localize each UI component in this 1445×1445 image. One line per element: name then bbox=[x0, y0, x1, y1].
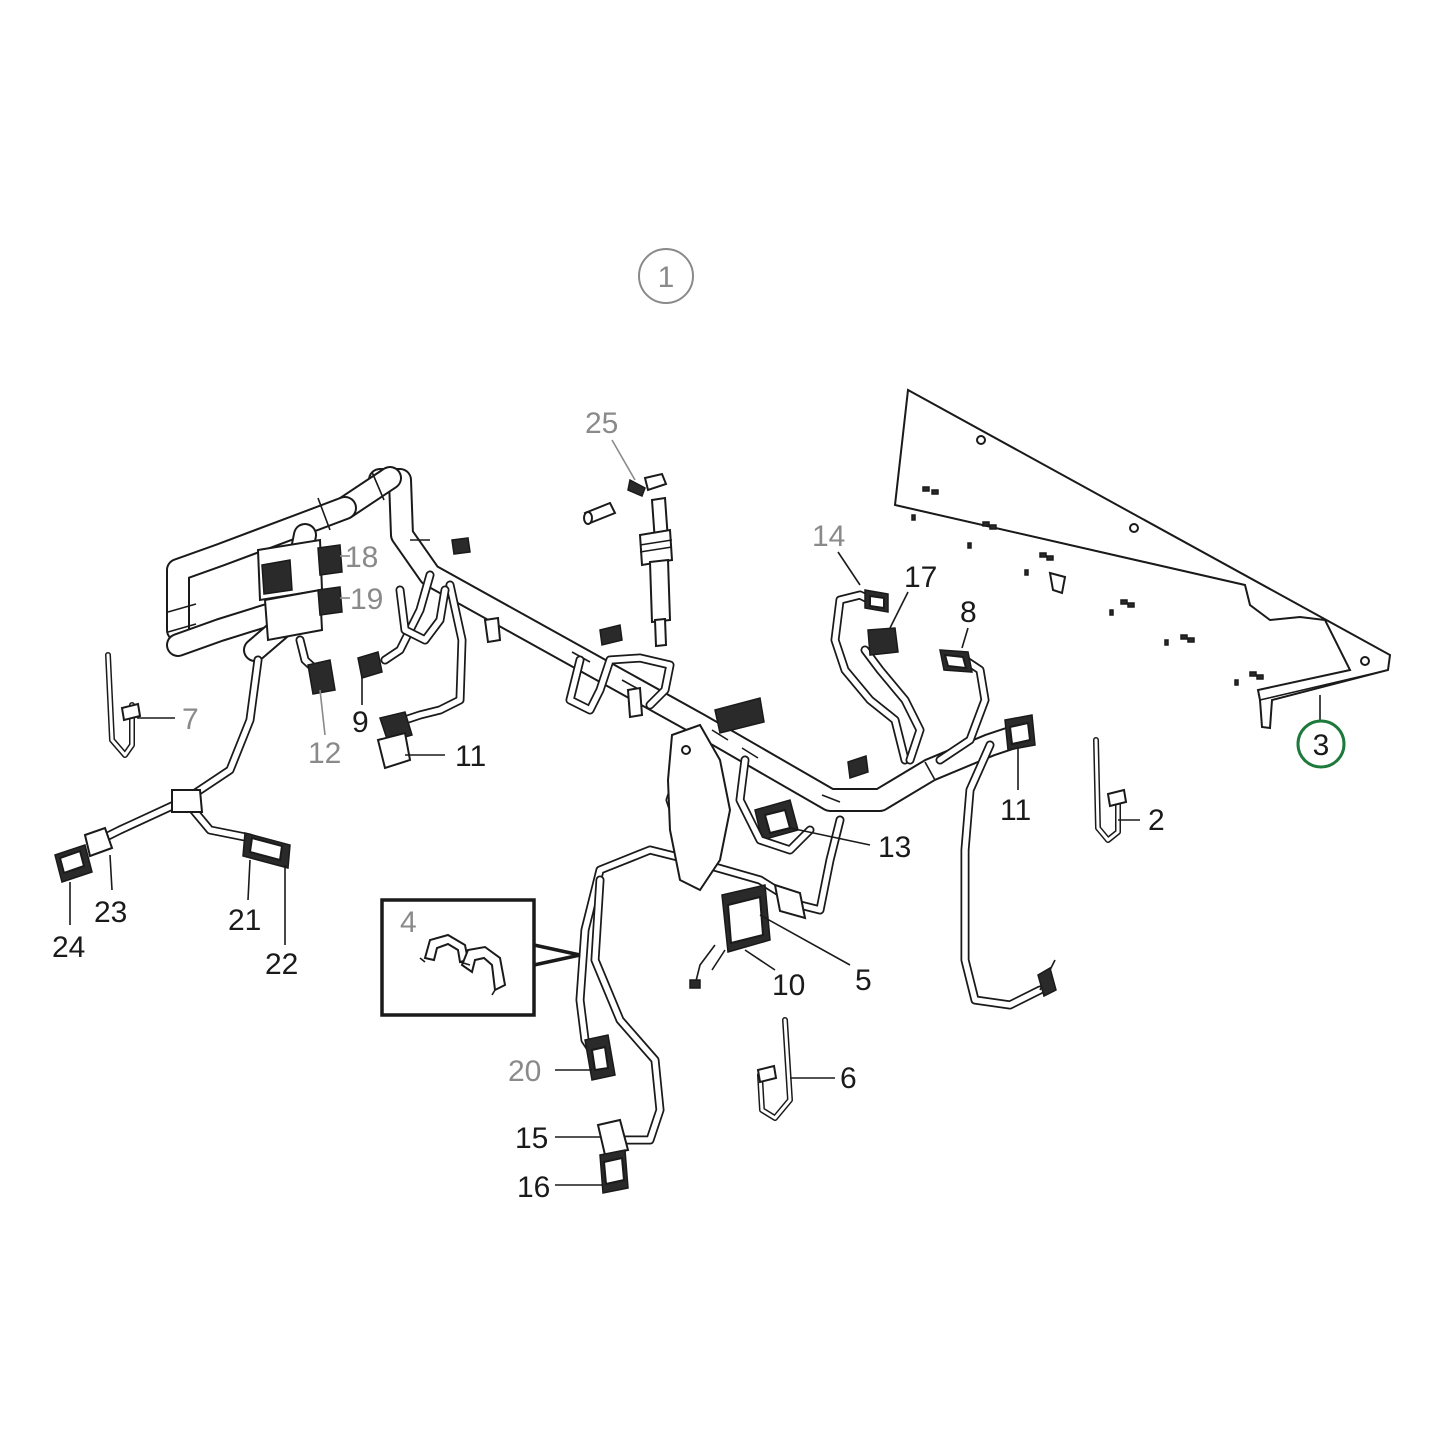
left-branch-harness bbox=[54, 655, 291, 883]
callout-9: 9 bbox=[352, 706, 369, 739]
callout-6: 6 bbox=[840, 1062, 857, 1095]
leader-lines bbox=[69, 439, 1321, 1186]
callout-12: 12 bbox=[308, 737, 341, 770]
callout-3: 3 bbox=[1313, 729, 1330, 762]
connector-block-18-19 bbox=[256, 538, 343, 695]
callout-circle-3-highlight bbox=[1296, 719, 1346, 769]
right-harness-branch bbox=[830, 589, 1057, 1010]
callout-19: 19 bbox=[350, 583, 383, 616]
callout-7: 7 bbox=[182, 703, 199, 736]
callout-23: 23 bbox=[94, 896, 127, 929]
callout-22: 22 bbox=[265, 948, 298, 981]
callout-1: 1 bbox=[658, 261, 675, 294]
callout-18: 18 bbox=[345, 541, 378, 574]
callout-2: 2 bbox=[1148, 804, 1165, 837]
lower-harness-branch bbox=[575, 723, 845, 1194]
cable-tie-6 bbox=[756, 1017, 793, 1121]
heat-shield-plate bbox=[893, 388, 1392, 730]
fuel-injector bbox=[583, 472, 674, 648]
clip-inset-box bbox=[380, 898, 581, 1017]
callout-25: 25 bbox=[585, 407, 618, 440]
cable-tie-7 bbox=[105, 652, 142, 758]
callout-11-right: 11 bbox=[1000, 794, 1031, 827]
cable-tie-2 bbox=[1093, 737, 1128, 843]
branch-connector-9-11 bbox=[357, 537, 502, 770]
callout-15: 15 bbox=[515, 1122, 548, 1155]
callout-21: 21 bbox=[228, 904, 261, 937]
callout-16: 16 bbox=[517, 1171, 550, 1204]
callout-20: 20 bbox=[508, 1055, 541, 1088]
callout-8: 8 bbox=[960, 596, 977, 629]
callout-10: 10 bbox=[772, 969, 805, 1002]
callout-4: 4 bbox=[400, 906, 417, 939]
callout-24: 24 bbox=[52, 931, 85, 964]
callout-17: 17 bbox=[904, 561, 937, 594]
callout-5: 5 bbox=[855, 964, 872, 997]
callout-circle-1 bbox=[638, 248, 694, 304]
callout-14: 14 bbox=[812, 520, 845, 553]
center-harness-loops bbox=[565, 624, 869, 780]
callout-11-left: 11 bbox=[455, 740, 486, 773]
callout-13: 13 bbox=[878, 831, 911, 864]
